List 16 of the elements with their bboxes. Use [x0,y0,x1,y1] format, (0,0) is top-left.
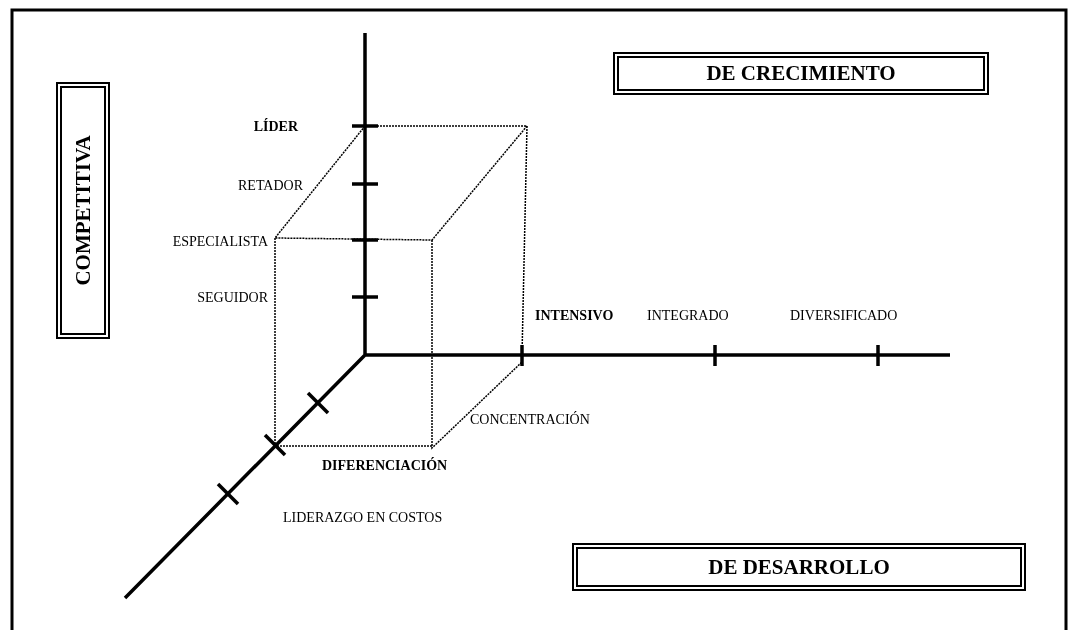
box-title: DE CRECIMIENTO [706,61,896,86]
double-bordered-box [572,543,1026,591]
double-bordered-box [613,52,989,95]
double-bordered-box [56,82,110,339]
axis-label: INTENSIVO [535,308,614,324]
axis-label: LÍDER [253,119,298,135]
axis-label: INTEGRADO [647,308,729,324]
axis-label: RETADOR [238,178,303,194]
box-title: DE DESARROLLO [708,554,890,580]
axis-label: DIFERENCIACIÓN [322,458,448,474]
axis-label: CONCENTRACIÓN [470,412,590,428]
box-title: COMPETITIVA [70,135,96,286]
axis-label: SEGUIDOR [197,290,268,306]
axis-label: DIVERSIFICADO [790,308,898,324]
axis-label: LIDERAZGO EN COSTOS [283,510,443,526]
axis-label: ESPECIALISTA [172,234,268,250]
